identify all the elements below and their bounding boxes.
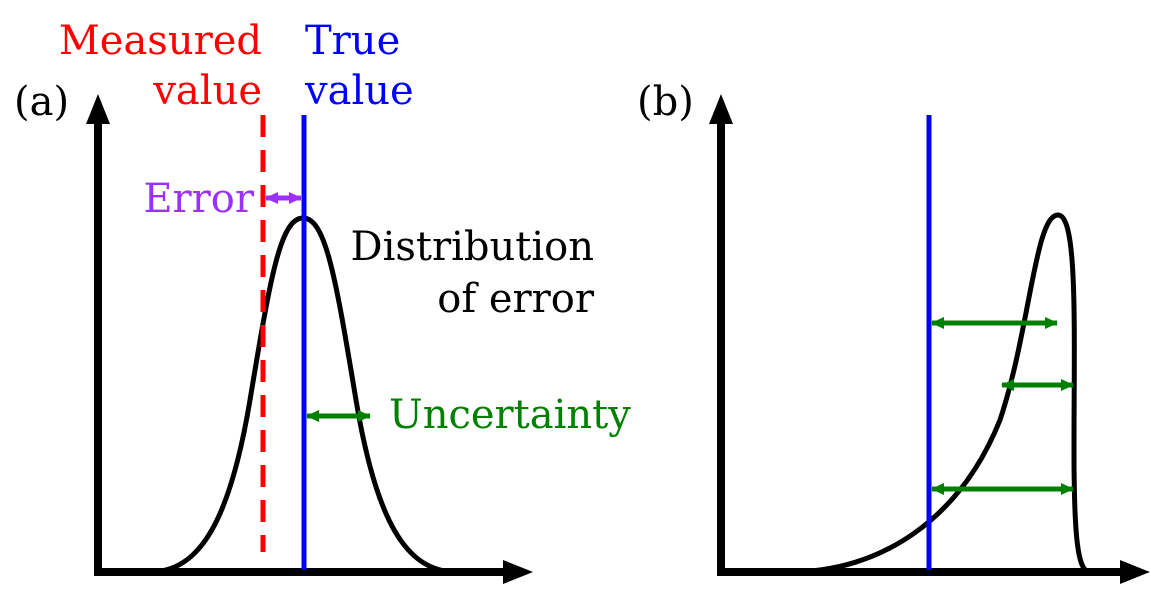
panel-a-y-axis-arrowhead bbox=[86, 94, 110, 124]
measured-value-label-line1: Measured bbox=[59, 18, 262, 64]
distribution-label-line2: of error bbox=[437, 276, 595, 322]
panel-a-x-axis-arrowhead bbox=[503, 560, 533, 584]
panel-b-x-axis-arrowhead bbox=[1120, 560, 1150, 584]
true-value-label-line1: True bbox=[305, 18, 400, 64]
panel-b-y-axis-arrowhead bbox=[709, 94, 733, 124]
panel-a: (a) Measured value True value Error Dist… bbox=[14, 18, 631, 584]
panel-b-label: (b) bbox=[637, 79, 694, 125]
true-value-label-line2: value bbox=[304, 68, 414, 114]
distribution-label-line1: Distribution bbox=[351, 224, 594, 270]
measured-value-label-line2: value bbox=[152, 68, 262, 114]
panel-a-label: (a) bbox=[14, 79, 69, 125]
error-label: Error bbox=[143, 176, 255, 222]
panel-b: (b) bbox=[637, 79, 1150, 584]
uncertainty-label: Uncertainty bbox=[389, 392, 631, 438]
panel-b-distribution-curve bbox=[789, 212, 1091, 575]
